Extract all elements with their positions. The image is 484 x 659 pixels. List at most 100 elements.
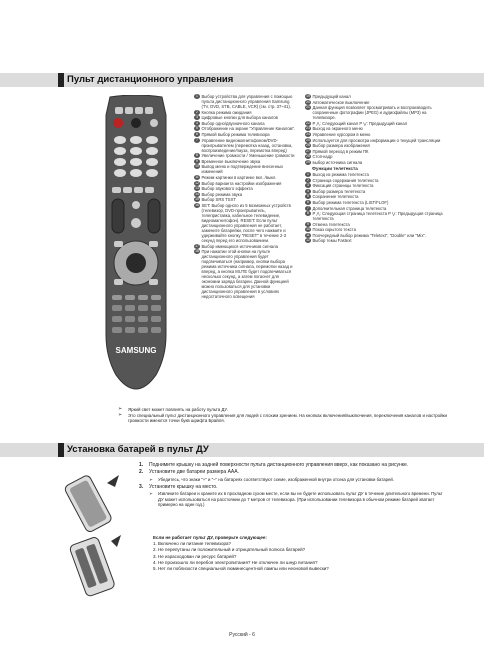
item-number-badge: 11 [305, 232, 311, 238]
item-text: Выбор имеющихся источников сигнала [201, 243, 278, 249]
item-number-badge: 28 [305, 154, 311, 160]
item-number-badge: 4 [305, 188, 311, 194]
item-text: Сохранение телетекста [312, 194, 359, 200]
item-number-badge: 17 [194, 243, 200, 249]
section-title: Установка батарей в пульт ДУ [67, 444, 209, 455]
item-number-badge: 25 [305, 137, 311, 143]
item-number-badge: 9 [194, 158, 200, 164]
item-number-badge: 16 [194, 202, 200, 208]
step-number: 3. [139, 484, 144, 491]
item-number-badge: 3 [305, 183, 311, 189]
item-number-badge: 22 [305, 120, 311, 126]
item-number-badge: 27 [305, 148, 311, 154]
item-number-badge: 13 [194, 186, 200, 192]
item-text: Фиксация страницы телетекста [312, 183, 374, 189]
arrow-icon: ➢ [149, 476, 153, 482]
step-note: Извлеките батареи и храните их в прохлад… [158, 491, 443, 507]
step-note: Убедитесь, что знаки "+" и "–" на батаре… [158, 476, 394, 482]
troubleshoot-item: 4. Не произошло ли перебоя электропитани… [153, 559, 318, 565]
item-number-badge: 5 [305, 194, 311, 200]
battery-steps: 1.Поднимите крышку на задней поверхности… [139, 462, 449, 509]
note-text: Яркий свет может повлиять на работу пуль… [128, 407, 228, 412]
item-number-badge: 4 [194, 120, 200, 126]
note-text: Это специальный пульт дистанционного упр… [128, 413, 447, 424]
item-text: Выбор режима звука [201, 191, 243, 197]
item-text: P ⋀: Следующий канал P ⋁: Предыдущий кан… [312, 120, 408, 126]
item-text: Стоп-кадр [312, 154, 333, 160]
item-text: При нажатии этой кнопки на пульте дистан… [201, 249, 293, 300]
item-text: Страница содержания телетекста [312, 177, 379, 183]
item-text: Управление курсором в меню [312, 131, 371, 137]
item-number-badge: 18 [194, 249, 200, 255]
item-number-badge: 23 [305, 126, 311, 132]
item-text: Прямой переход в режим ПК [312, 148, 369, 154]
item-number-badge: 1 [194, 94, 200, 99]
item-text: Поочередный выбор режима "Teletext", "Do… [312, 232, 427, 238]
header-marker [58, 443, 64, 457]
item-number-badge: 7 [194, 137, 200, 143]
item-number-badge: 19 [305, 94, 311, 99]
item-text: Режим картинки в картинке вкл. /выкл. [201, 174, 277, 180]
item-number-badge: 2 [305, 177, 311, 183]
troubleshoot-item: 1. Включено ли питание телевизора? [153, 541, 232, 547]
arrow-icon: ➢ [118, 406, 123, 412]
page-footer: Русский - 6 [229, 632, 255, 638]
remote-control-illustration: SAMSUNG [105, 95, 167, 390]
item-text: Выход из экранного меню [312, 126, 363, 132]
header-marker [58, 73, 64, 87]
battery-illustration [64, 475, 121, 597]
item-number-badge: 8 [194, 153, 200, 159]
item-text: Выбор темы Fastext [312, 238, 352, 244]
item-text: Выбор SRS TSXT [201, 197, 236, 203]
item-text: P ⋀: Следующая страница телетекста P ⋁: … [312, 211, 443, 222]
item-text: Цифровые кнопки для выбора каналов [201, 115, 278, 121]
item-text: Выбор размера изображения [312, 143, 370, 149]
item-number-badge: 1 [305, 171, 311, 177]
item-text: Управление видеомагнитофоном/DVD-проигры… [201, 137, 293, 153]
item-text: Предыдущий канал [312, 94, 351, 99]
item-number-badge: 12 [305, 238, 311, 244]
item-text: SET: Выбор одного из 5 возможных устройс… [201, 202, 291, 243]
item-number-badge: 2 [194, 109, 200, 115]
item-text: Показ скрытого текста [312, 227, 356, 233]
item-text: Выбор режима телетекста (LIST/FLOF) [312, 199, 389, 205]
item-number-badge: 7 [305, 205, 311, 211]
item-number-badge: 6 [194, 131, 200, 137]
item-text: Отмена телетекста [312, 221, 350, 227]
troubleshoot-item: 3. Не израсходован ли ресурс батарей? [153, 553, 237, 559]
item-text: Отображение на экране "Управление Канало… [201, 126, 296, 132]
troubleshoot-heading: Если не работает пульт ДУ, проверьте сле… [153, 535, 267, 540]
item-number-badge: 9 [305, 221, 311, 227]
item-number-badge: 3 [194, 115, 200, 121]
item-number-badge: 11 [194, 174, 200, 180]
step-number: 2. [139, 469, 144, 476]
step-text: Установите две батареи размера ААА. [149, 469, 239, 476]
notes: ➢ Яркий свет может повлиять на работу пул… [118, 406, 448, 425]
